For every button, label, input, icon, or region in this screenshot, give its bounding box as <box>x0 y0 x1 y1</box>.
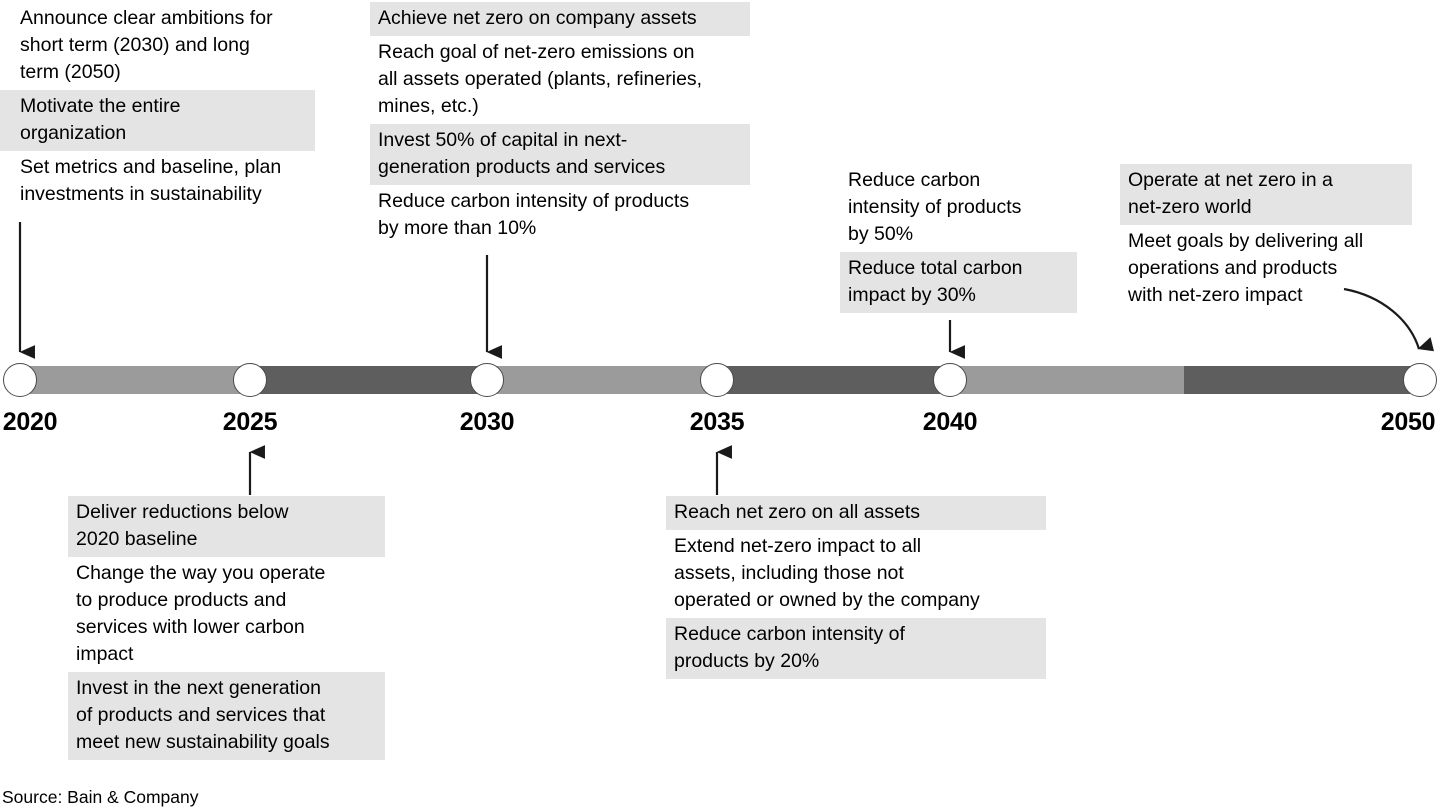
timeline-segment-2035-2040 <box>717 366 950 394</box>
note-line-2050-2: Meet goals by delivering all operations … <box>1128 230 1364 306</box>
note-line-2020-1: Announce clear ambitions for short term … <box>20 7 273 83</box>
note-line-2050-1: Operate at net zero in a net-zero world <box>1120 164 1412 225</box>
timeline-node-2020[interactable] <box>3 363 37 397</box>
note-line-2025-3: Invest in the next generation of product… <box>68 672 385 760</box>
note-line-2020-2: Motivate the entire organization <box>0 90 315 151</box>
year-label-2035: 2035 <box>689 408 745 436</box>
milestone-note-2030: Achieve net zero on company assets Reach… <box>370 2 750 246</box>
year-label-2030: 2030 <box>459 408 515 436</box>
note-line-2035-3: Reduce carbon intensity of products by 2… <box>666 618 1046 679</box>
note-line-2020-3: Set metrics and baseline, plan investmen… <box>20 156 282 205</box>
note-line-2030-3: Invest 50% of capital in next- generatio… <box>370 124 750 185</box>
timeline-segment-2030-2035 <box>487 366 717 394</box>
note-line-2040-1: Reduce carbon intensity of products by 5… <box>848 169 1022 245</box>
timeline-node-2025[interactable] <box>233 363 267 397</box>
source-note: Source: Bain & Company <box>2 787 199 807</box>
note-line-2035-1: Reach net zero on all assets <box>666 496 1046 530</box>
note-line-2025-2: Change the way you operate to produce pr… <box>76 562 326 665</box>
timeline-node-2035[interactable] <box>700 363 734 397</box>
note-line-2030-2: Reach goal of net-zero emissions on all … <box>378 41 703 117</box>
note-line-2035-2: Extend net-zero impact to all assets, in… <box>674 535 980 611</box>
milestone-note-2035: Reach net zero on all assets Extend net-… <box>666 496 1046 679</box>
note-line-2040-2: Reduce total carbon impact by 30% <box>840 252 1077 313</box>
timeline-node-2040[interactable] <box>933 363 967 397</box>
year-label-2050: 2050 <box>1380 408 1436 436</box>
note-line-2025-1: Deliver reductions below 2020 baseline <box>68 496 385 557</box>
note-line-2030-4: Reduce carbon intensity of products by m… <box>378 190 690 239</box>
milestone-note-2020: Announce clear ambitions for short term … <box>0 2 315 212</box>
milestone-note-2050: Operate at net zero in a net-zero world … <box>1120 164 1412 313</box>
year-label-2040: 2040 <box>922 408 978 436</box>
timeline-track <box>20 366 1420 394</box>
timeline-segment-2040-2043 <box>950 366 1184 394</box>
timeline-segment-2043-2050 <box>1184 366 1420 394</box>
year-label-2020: 2020 <box>2 408 58 436</box>
timeline-node-2030[interactable] <box>470 363 504 397</box>
milestone-note-2040: Reduce carbon intensity of products by 5… <box>840 164 1077 313</box>
timeline-node-2050[interactable] <box>1403 363 1437 397</box>
note-line-2030-1: Achieve net zero on company assets <box>370 2 750 36</box>
milestone-note-2025: Deliver reductions below 2020 baseline C… <box>68 496 385 760</box>
timeline-segment-2020-2025 <box>20 366 250 394</box>
timeline-segment-2025-2030 <box>250 366 487 394</box>
year-label-2025: 2025 <box>222 408 278 436</box>
